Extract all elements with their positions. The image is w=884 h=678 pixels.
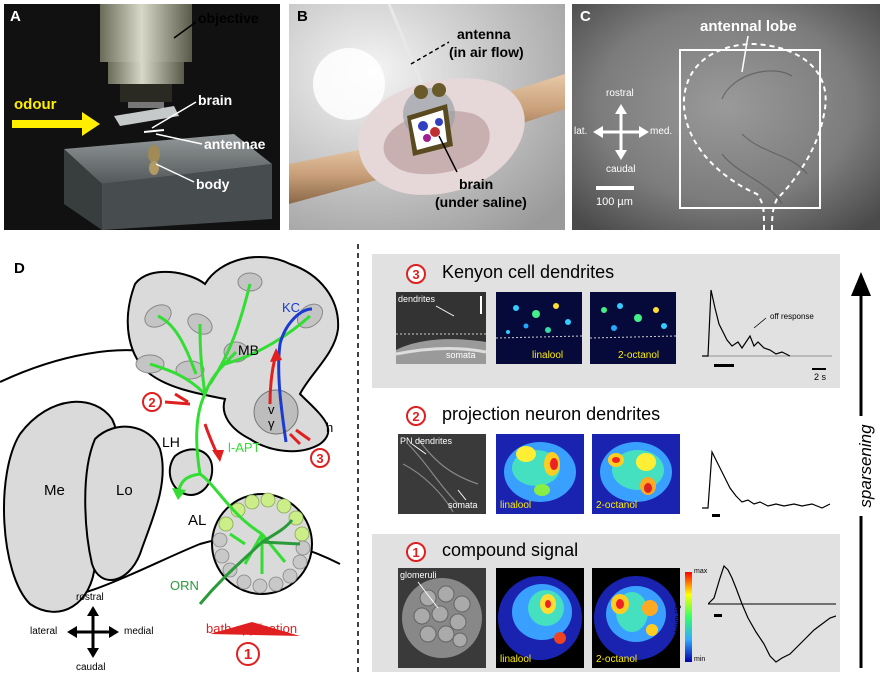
body-label: body [196, 176, 230, 192]
pn-dendrites-label: PN dendrites [400, 436, 453, 446]
caudal-label-c: caudal [606, 164, 636, 175]
antenna-label-1: antenna [457, 26, 511, 42]
marker-3-d: 3 [310, 448, 330, 468]
odour-arrow [12, 112, 100, 136]
pn-odor1-label: linalool [500, 500, 532, 511]
compound-raw-image: glomeruli [398, 568, 486, 668]
kc-raw-image: dendrites somata [396, 292, 486, 364]
pn-raw-image: PN dendrites somata [398, 434, 486, 514]
panel-b-label: B [297, 8, 308, 25]
colorbar-min-label: min [694, 656, 706, 663]
panel-d: D KC MB v γ h LH l-APT Me Lo AL ORN rost… [0, 244, 356, 678]
colorbar [685, 572, 692, 662]
kc-odor1-label: linalool [532, 350, 564, 361]
kc-scale-label: 2 s [814, 372, 827, 382]
me-label: Me [44, 482, 65, 499]
panel-d-label: D [14, 260, 25, 277]
row-number-1: 1 [406, 542, 426, 562]
row-title-3: Kenyon cell dendrites [442, 262, 615, 282]
pn-somata-label: somata [448, 500, 478, 510]
lh-label: LH [162, 434, 180, 450]
kc-octanol-image: 2-octanol [590, 292, 676, 364]
panel-c-image [572, 4, 880, 230]
v-label: v [268, 402, 275, 417]
pn-odor2-label: 2-octanol [596, 500, 638, 511]
row-compound-signal: 1 compound signal glomeruli linalool 2-o… [372, 534, 840, 672]
colorbar-max-label: max [694, 568, 708, 575]
marker-2-d: 2 [142, 392, 162, 412]
pn-trace [702, 449, 831, 517]
orientation-cross [593, 104, 649, 160]
kc-trace [702, 289, 832, 370]
row-number-3: 3 [406, 264, 426, 284]
glomeruli-label: glomeruli [400, 570, 437, 580]
lateral-label-d: lateral [30, 626, 58, 637]
med-label-c: med. [650, 126, 673, 137]
row-number-2: 2 [406, 406, 426, 426]
caudal-label-d: caudal [76, 662, 106, 673]
row-title-2: projection neuron dendrites [442, 404, 661, 424]
compound-octanol-image: 2-octanol [592, 568, 680, 668]
kc-off-response-label: off response [770, 312, 814, 321]
compound-odor2-label: 2-octanol [596, 654, 638, 665]
antennae-label: antennae [204, 136, 266, 152]
gamma-label: γ [268, 416, 275, 431]
rostral-label-d: rostral [76, 592, 104, 603]
kc-odor2-label: 2-octanol [618, 350, 660, 361]
panel-a-label: A [10, 8, 21, 25]
antennal-lobe-label: antennal lobe [700, 18, 797, 35]
bath-wedge [210, 622, 300, 636]
panel-b: B antenna (in air flow) brain (under sal… [289, 4, 565, 230]
panel-a-illustration [4, 4, 280, 230]
colorbar-title-label: calcium signal [674, 595, 682, 640]
separator-line [357, 244, 359, 674]
kc-linalool-image: linalool [496, 292, 582, 364]
panel-b-illustration [289, 4, 565, 230]
brain-label: brain [198, 92, 233, 108]
brain-saline-label-2: (under saline) [435, 194, 527, 210]
h-label: h [326, 420, 334, 435]
mb-label: MB [238, 342, 259, 358]
lapt-label: l-APT [228, 440, 261, 455]
orn-label: ORN [170, 578, 199, 593]
al-label: AL [188, 512, 207, 529]
lat-label-c: lat. [574, 126, 588, 137]
scale-bar [596, 186, 634, 190]
compound-linalool-image: linalool [496, 568, 584, 668]
pn-linalool-image: linalool [496, 434, 584, 514]
kc-label: KC [282, 300, 301, 315]
row-title-1: compound signal [442, 540, 579, 560]
odour-label: odour [14, 96, 57, 113]
rostral-label-c: rostral [606, 88, 634, 99]
scale-label-c: 100 µm [596, 196, 633, 208]
panel-d-schematic [0, 256, 341, 658]
row-kenyon-cells: 3 Kenyon cell dendrites dendrites somata… [372, 254, 840, 388]
brain-saline-label-1: brain [459, 176, 494, 192]
marker-1-d: 1 [236, 642, 260, 666]
kc-somata-label: somata [446, 350, 476, 360]
panel-a: A objective odour brain antennae body [4, 4, 280, 230]
bath-application-label: bath application [206, 621, 298, 636]
sparsening-label: sparsening [856, 416, 876, 516]
objective-label: objective [198, 10, 259, 26]
panel-c-label: C [580, 8, 591, 25]
lo-label: Lo [116, 482, 133, 499]
pn-octanol-image: 2-octanol [592, 434, 680, 514]
antenna-label-2: (in air flow) [449, 44, 524, 60]
medial-label-d: medial [124, 626, 154, 637]
row-projection-neurons: 2 projection neuron dendrites PN dendrit… [372, 398, 840, 518]
orientation-cross-d [67, 606, 119, 658]
compound-trace [708, 564, 836, 663]
kc-dendrites-label: dendrites [398, 294, 436, 304]
panel-c: C antennal lobe rostral caudal lat. med.… [572, 4, 880, 230]
compound-odor1-label: linalool [500, 654, 532, 665]
